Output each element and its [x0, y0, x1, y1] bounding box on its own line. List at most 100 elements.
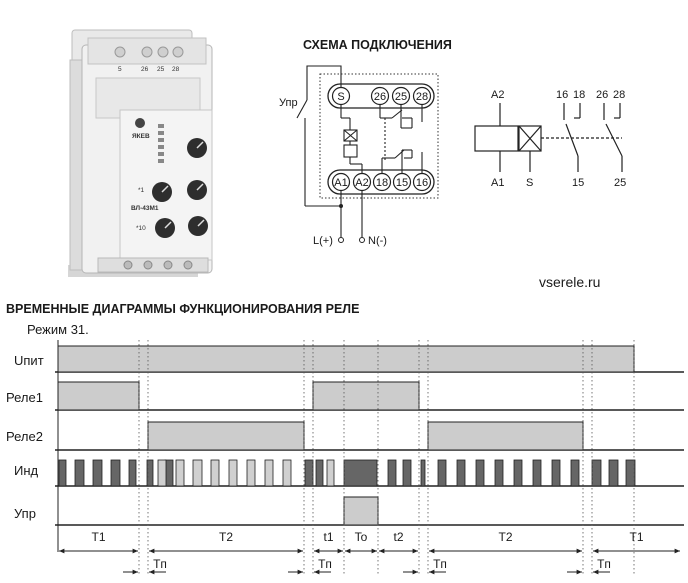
symbol-label-15: 15 — [572, 177, 584, 189]
terminal-A2: A2 — [352, 172, 372, 192]
indicator-segment-dark — [513, 459, 523, 487]
supply-plus-label: L(+) — [313, 235, 333, 247]
svg-text:26: 26 — [374, 91, 386, 103]
row-label-rele1: Реле1 — [6, 390, 43, 405]
wiring-schema: СХЕМА ПОДКЛЮЧЕНИЯ S 26 25 28 A1 A2 18 15… — [279, 38, 452, 247]
row-label-ind: Инд — [14, 463, 39, 478]
indicator-segment-light — [282, 459, 292, 487]
interval-label: t2 — [393, 530, 403, 544]
symbol-label-25: 25 — [614, 177, 626, 189]
indicator-segment-dark — [74, 459, 85, 487]
setting-knob-icon[interactable] — [187, 138, 207, 158]
device-top-terminal-label: 26 — [141, 66, 149, 73]
svg-text:15: 15 — [396, 177, 408, 189]
row-label-uпит: Uпит — [14, 353, 44, 368]
indicator-segment-dark — [608, 459, 619, 487]
relay-symbol: A2 A1 S 16 18 15 26 28 25 — [474, 89, 626, 189]
device-top-terminal-label: 25 — [157, 66, 165, 73]
indicator-segment-dark — [456, 459, 466, 487]
terminal-18: 18 — [372, 172, 392, 192]
indicator-segment-dark — [92, 459, 103, 487]
indicator-segment-dark — [494, 459, 504, 487]
indicator-segment-dark — [570, 459, 580, 487]
rele1-pulse — [57, 381, 140, 411]
multiplier-label: *10 — [136, 225, 146, 232]
symbol-label-26: 26 — [596, 89, 608, 101]
terminal-26: 26 — [370, 86, 390, 106]
interval-label: T2 — [498, 530, 512, 544]
device-top-terminal-label: 5 — [118, 66, 122, 73]
brand-logo-icon — [135, 118, 145, 128]
interval-label: T1 — [91, 530, 105, 544]
symbol-label-28: 28 — [613, 89, 625, 101]
device-brand: ЯКЕВ — [132, 133, 150, 140]
terminal-28: 28 — [412, 86, 432, 106]
led-indicator-column — [158, 124, 164, 163]
symbol-label-A2: A2 — [491, 89, 504, 101]
indicator-segment-light — [264, 459, 274, 487]
internal-circuit — [340, 104, 423, 174]
mode-label: Режим 31. — [27, 322, 89, 337]
indicator-segment-dark — [420, 459, 426, 487]
indicator-segment-dark — [625, 459, 636, 487]
relay-device-image: 5 26 25 28 ЯКЕВ *1 ВЛ-43 — [68, 29, 213, 277]
pause-label: Tп — [153, 557, 167, 571]
terminal-16: 16 — [412, 172, 432, 192]
supply-pulse — [57, 345, 635, 373]
rele1-pulse — [312, 381, 420, 411]
symbol-label-16: 16 — [556, 89, 568, 101]
terminal-S: S — [331, 86, 351, 106]
interval-label: To — [355, 530, 368, 544]
pause-label: Tп — [318, 557, 332, 571]
pause-label: Tп — [597, 557, 611, 571]
website-label: vserele.ru — [539, 274, 600, 290]
indicator-segment-light — [157, 459, 167, 487]
indicator-segment-light — [326, 459, 335, 487]
svg-text:25: 25 — [395, 91, 407, 103]
indicator-segment-light — [192, 459, 203, 487]
pause-label: Tп — [433, 557, 447, 571]
control-wire — [306, 65, 342, 100]
indicator-segment-light — [175, 459, 185, 487]
terminal-A1: A1 — [331, 172, 351, 192]
svg-text:28: 28 — [416, 91, 428, 103]
indicator-segment-dark — [304, 459, 314, 487]
indicator-segment-dark — [591, 459, 602, 487]
multiplier-label: *1 — [138, 187, 145, 194]
rele2-pulse — [147, 421, 305, 451]
svg-text:Uпит: Uпит — [14, 353, 44, 368]
indicator-segment-dark — [128, 459, 137, 487]
device-model: ВЛ-43М1 — [131, 205, 159, 212]
device-top-terminal-label: 28 — [172, 66, 180, 73]
timing-title: ВРЕМЕННЫЕ ДИАГРАММЫ ФУНКЦИОНИРОВАНИЯ РЕЛ… — [6, 302, 359, 316]
symbol-label-S: S — [526, 177, 533, 189]
interval-label: T2 — [219, 530, 233, 544]
indicator-segment-dark — [315, 459, 324, 487]
indicator-segment-dark — [58, 459, 67, 487]
indicator-segment-dark — [387, 459, 397, 487]
indicator-segment-dark — [146, 459, 154, 487]
indicator-segment-dark — [110, 459, 121, 487]
terminal-25: 25 — [391, 86, 411, 106]
interval-label: t1 — [323, 530, 333, 544]
svg-text:A1: A1 — [334, 177, 347, 189]
control-label: Упр — [279, 97, 298, 109]
setting-knob-icon[interactable] — [188, 216, 208, 236]
control-pulse — [343, 496, 379, 526]
indicator-segment-dark — [343, 459, 378, 487]
bottom-terminal-strip — [327, 169, 435, 195]
indicator-segment-light — [228, 459, 238, 487]
svg-text:18: 18 — [376, 177, 388, 189]
symbol-label-18: 18 — [573, 89, 585, 101]
svg-text:A2: A2 — [355, 177, 368, 189]
indicator-segment-dark — [437, 459, 447, 487]
row-label-rele2: Реле2 — [6, 429, 43, 444]
indicator-segment-dark — [532, 459, 542, 487]
indicator-segment-light — [246, 459, 256, 487]
control-switch-icon — [296, 99, 308, 119]
setting-knob-icon[interactable] — [187, 180, 207, 200]
setting-knob-icon[interactable] — [155, 218, 175, 238]
setting-knob-icon[interactable] — [152, 182, 172, 202]
